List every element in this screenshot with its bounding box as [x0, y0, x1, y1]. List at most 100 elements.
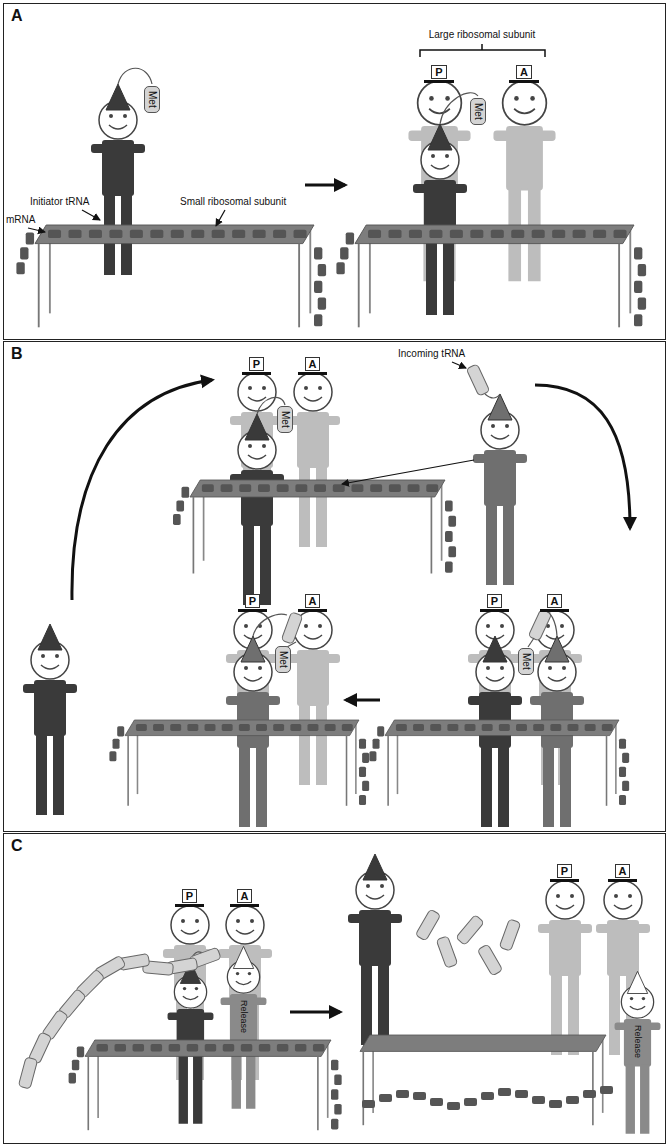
- tether-string: [546, 611, 557, 636]
- cone-hat: [545, 636, 569, 662]
- small-subunit-table: [190, 480, 445, 574]
- mrna-strand: [336, 230, 646, 327]
- site-hat: A: [509, 62, 539, 83]
- site-letter: P: [182, 889, 197, 903]
- site-letter: P: [557, 864, 572, 878]
- small-subunit-table: [35, 225, 314, 327]
- site-letter: A: [516, 65, 532, 79]
- large-subunit-figure: [493, 81, 555, 281]
- peptide-bond: [528, 638, 534, 647]
- release-factor-body: Release: [632, 1024, 643, 1059]
- cone-hat: [241, 636, 265, 662]
- site-letter: A: [547, 594, 563, 608]
- released-trna-figure: [348, 871, 402, 1045]
- cone-hat: [106, 84, 130, 110]
- site-hat: P: [175, 886, 204, 907]
- cycle-arrow: [346, 699, 380, 702]
- panel-letter: A: [11, 7, 23, 25]
- amino-acid-name: Met: [521, 653, 532, 670]
- site-hat: A: [608, 861, 638, 882]
- release-factor-figure: [615, 986, 661, 1134]
- site-letter: P: [249, 357, 264, 371]
- mrna-strand: [173, 484, 456, 572]
- panel-frame: C P A Release P A Release: [3, 833, 666, 1144]
- amino-acid-tag: Met: [277, 406, 293, 433]
- large-subunit-figure: [286, 373, 340, 547]
- tether-string: [485, 394, 500, 398]
- amino-acid-tag: Met: [518, 648, 534, 675]
- bracket: [420, 44, 545, 57]
- panel-frame: AMetPAMet: [3, 3, 666, 340]
- site-hat: P: [550, 861, 579, 882]
- small-subunit-table: [360, 1035, 606, 1125]
- departing-trna-figure: [23, 641, 77, 815]
- amino-acid-tag: [528, 609, 552, 641]
- large-subunit-figure: [538, 881, 592, 1055]
- mrna-strand: [109, 724, 369, 805]
- site-hat: A: [298, 354, 328, 375]
- site-hat: A: [298, 591, 328, 612]
- site-hat: P: [242, 354, 271, 375]
- small-subunit-table: [385, 720, 619, 806]
- polypeptide-chain: [18, 947, 221, 1089]
- tether-string: [118, 68, 152, 84]
- initiator-trna-figure: [91, 101, 145, 275]
- site-letter: P: [245, 594, 260, 608]
- pointer-arrow: [216, 210, 225, 226]
- amino-acid-name: Met: [280, 411, 291, 428]
- release-factor-body: Release: [238, 999, 249, 1034]
- site-letter: A: [615, 864, 631, 878]
- tether-string: [253, 614, 287, 636]
- loose-mrna: [362, 1086, 613, 1110]
- released-polypeptide: [415, 909, 520, 976]
- release-factor-figure: [221, 961, 267, 1109]
- panel-frame: BPAMetPAMetPAMet: [3, 341, 666, 832]
- step-arrow: [290, 1011, 340, 1014]
- cone-hat: [483, 636, 507, 662]
- trna-figure: [226, 653, 280, 827]
- site-hat: P: [238, 591, 267, 612]
- amino-acid-tag: [466, 364, 490, 396]
- callout-label: Initiator tRNA: [30, 196, 89, 208]
- amino-acid-name: Met: [278, 651, 289, 668]
- cone-hat: [627, 971, 647, 993]
- amino-acid-tag: Met: [470, 98, 486, 125]
- callout-label: Large ribosomal subunit: [429, 29, 536, 41]
- panel-letter: C: [11, 837, 23, 855]
- small-subunit-table: [355, 225, 634, 327]
- mrna-strand: [369, 724, 629, 805]
- cycle-arrow: [72, 380, 212, 600]
- amino-acid-tag: Met: [275, 646, 291, 673]
- callout-label: mRNA: [6, 214, 35, 226]
- release-factor-name: Release: [633, 1025, 643, 1058]
- trna-figure: [230, 431, 284, 605]
- pointer-arrow: [452, 362, 466, 368]
- amino-acid-tag: Met: [144, 86, 160, 113]
- panel-letter: B: [11, 345, 23, 363]
- cycle-arrow: [535, 385, 630, 528]
- amino-acid-name: Met: [473, 103, 484, 120]
- callout-label: Incoming tRNA: [398, 348, 465, 360]
- pointer-arrow: [82, 210, 100, 220]
- site-hat: P: [480, 591, 509, 612]
- step-arrow: [305, 184, 345, 187]
- small-subunit-table: [125, 720, 359, 806]
- site-hat: A: [540, 591, 570, 612]
- cone-hat: [428, 124, 452, 150]
- cone-hat: [38, 624, 62, 650]
- small-subunit-table: [85, 1040, 331, 1130]
- amino-acid-name: Met: [147, 91, 158, 108]
- cone-hat: [233, 946, 253, 968]
- site-letter: A: [237, 889, 253, 903]
- pointer-arrow: [342, 460, 474, 484]
- cone-hat: [363, 854, 387, 880]
- trna-figure: [468, 653, 522, 827]
- amino-acid-tag: [281, 612, 303, 644]
- incoming-trna-figure: [473, 411, 527, 585]
- pointer-arrow: [28, 228, 45, 232]
- release-factor-name: Release: [239, 1000, 249, 1033]
- site-letter: A: [305, 594, 321, 608]
- mrna-strand: [69, 1044, 342, 1129]
- cone-hat: [245, 414, 269, 440]
